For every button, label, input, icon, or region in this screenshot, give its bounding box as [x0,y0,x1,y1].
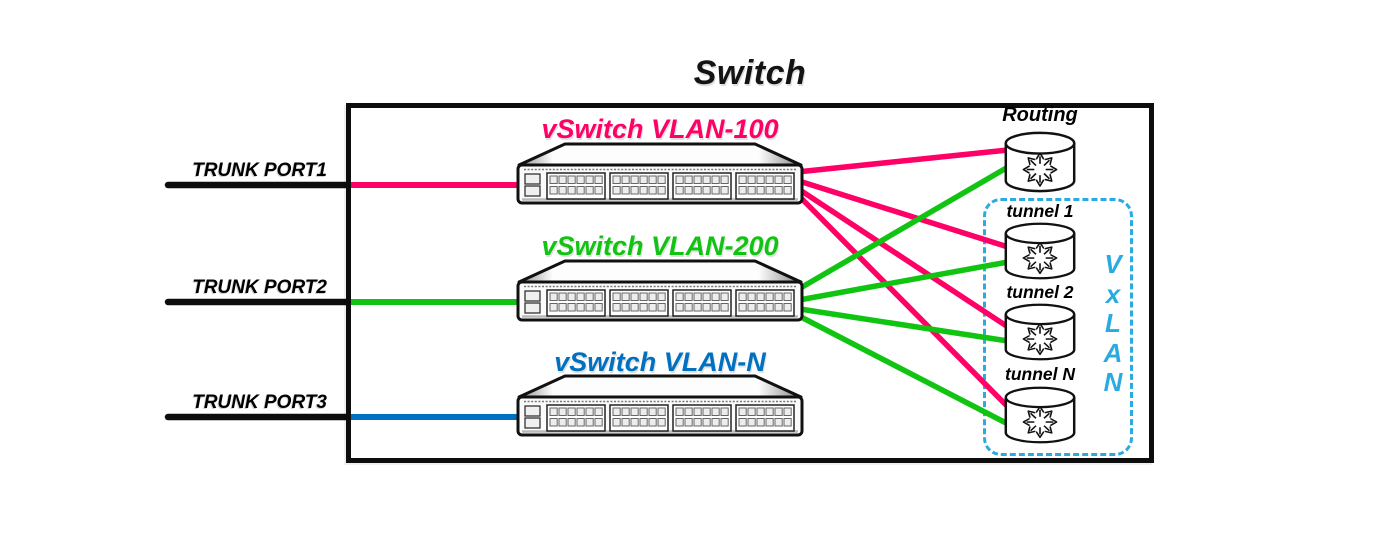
vswitch-vlan200-label: vSwitch VLAN-200 [541,231,779,261]
edge-vlan200-to-routing [795,164,1010,293]
vxlan-letter: L [1105,308,1121,338]
edge-vlan100-to-tunnel2 [798,187,1010,330]
switch-boundary-box [346,103,1154,463]
vxlan-letter: V [1104,249,1122,279]
diagram-title: Switch [693,54,807,92]
vxlan-vertical-label: V x L A N [1097,249,1129,398]
trunk-port1-label: TRUNK PORT1 [192,160,327,181]
routing-label: Routing [1002,104,1078,126]
edge-vlan100-to-routing [796,147,1009,175]
trunk-port2-label: TRUNK PORT2 [192,277,327,298]
tunnelN-node [1002,386,1078,444]
vxlan-group-box [983,198,1133,456]
vxlan-letter: N [1103,367,1123,397]
edge-vlan200-to-tunnel2 [799,306,1009,344]
vswitch-vlan100-label: vSwitch VLAN-100 [541,114,779,144]
edge-vlan200-to-tunnel1 [798,259,1009,303]
tunnelN-label: tunnel N [1005,364,1075,384]
tunnel2-node [1002,303,1078,361]
tunnel1-label: tunnel 1 [1006,201,1074,221]
edge-vlan100-to-tunnel1 [798,178,1009,250]
vswitch-vlan100-icon [516,142,804,205]
vxlan-letter: A [1103,337,1123,368]
trunk-port3-label: TRUNK PORT3 [192,392,327,413]
vswitch-vlanN-label: vSwitch VLAN-N [554,347,766,377]
edge-vlan200-to-tunnelN [799,314,1010,427]
vswitch-vlan200-icon [516,259,804,322]
tunnel2-label: tunnel 2 [1006,282,1074,302]
vswitch-vlanN-icon [516,374,804,437]
routing-node [1002,131,1078,193]
router-cylinder-icon [1004,386,1076,444]
router-cylinder-icon [1004,131,1076,193]
edge-vlan100-to-tunnelN [799,196,1010,409]
vxlan-letter: x [1105,278,1121,309]
router-cylinder-icon [1004,303,1076,361]
tunnel1-node [1002,222,1078,280]
router-cylinder-icon [1004,222,1076,280]
